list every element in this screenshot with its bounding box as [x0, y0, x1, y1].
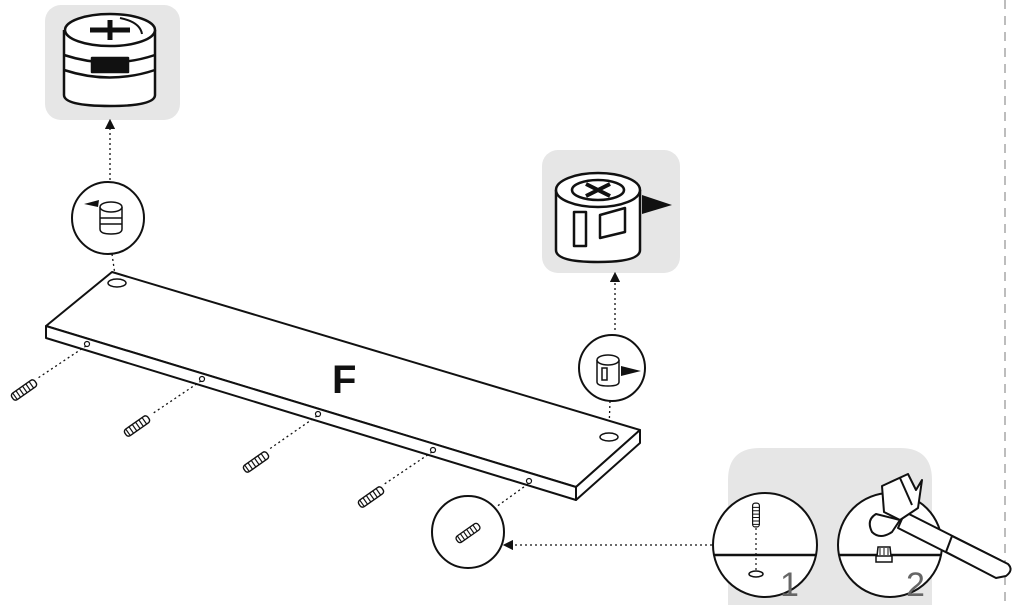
- arrow-icon: [621, 366, 641, 376]
- cam-hole: [599, 432, 619, 442]
- step-1: 1: [712, 492, 818, 604]
- cam-lock-open-callout: [542, 150, 680, 273]
- dowel-icon: [752, 502, 760, 528]
- cam-hole: [107, 278, 127, 288]
- dowel-icon: [875, 546, 893, 563]
- dowel-icon: [122, 413, 152, 439]
- panel-letter: F: [332, 358, 356, 402]
- cam-lock-callout: [45, 5, 180, 120]
- cam-lock-icon: [99, 201, 123, 235]
- dowel-detail: [431, 495, 505, 569]
- panel-f: [45, 271, 641, 501]
- leader-line: [495, 483, 529, 508]
- hammer-icon: [868, 473, 1012, 579]
- dowel-icon: [356, 484, 386, 510]
- dowel-hole: [83, 340, 91, 348]
- dowel-hole: [525, 477, 533, 485]
- step-number: 1: [780, 566, 799, 604]
- dowel-icon: [9, 377, 39, 403]
- cam-lock-open-detail: [578, 334, 646, 402]
- leader-line: [151, 380, 202, 415]
- dowel-steps-panel: 1 2: [712, 448, 1012, 605]
- dowel-hole: [429, 446, 437, 454]
- dowel-hole: [198, 375, 206, 383]
- dowels: [9, 345, 529, 510]
- cam-lock-open-icon: [596, 354, 620, 387]
- cam-lock-insert-detail: [71, 181, 145, 255]
- dowel-icon: [241, 449, 271, 475]
- leader-line: [37, 345, 87, 379]
- dowel-hole: [748, 570, 764, 578]
- arrow-icon: [84, 200, 99, 207]
- arrow-icon: [642, 195, 672, 214]
- leader-line: [267, 415, 318, 451]
- step-number: 2: [906, 566, 925, 604]
- cam-lock-open-icon: [554, 171, 642, 264]
- cam-lock-icon: [62, 12, 157, 108]
- leader-line: [382, 451, 433, 486]
- dowel-hole: [314, 410, 322, 418]
